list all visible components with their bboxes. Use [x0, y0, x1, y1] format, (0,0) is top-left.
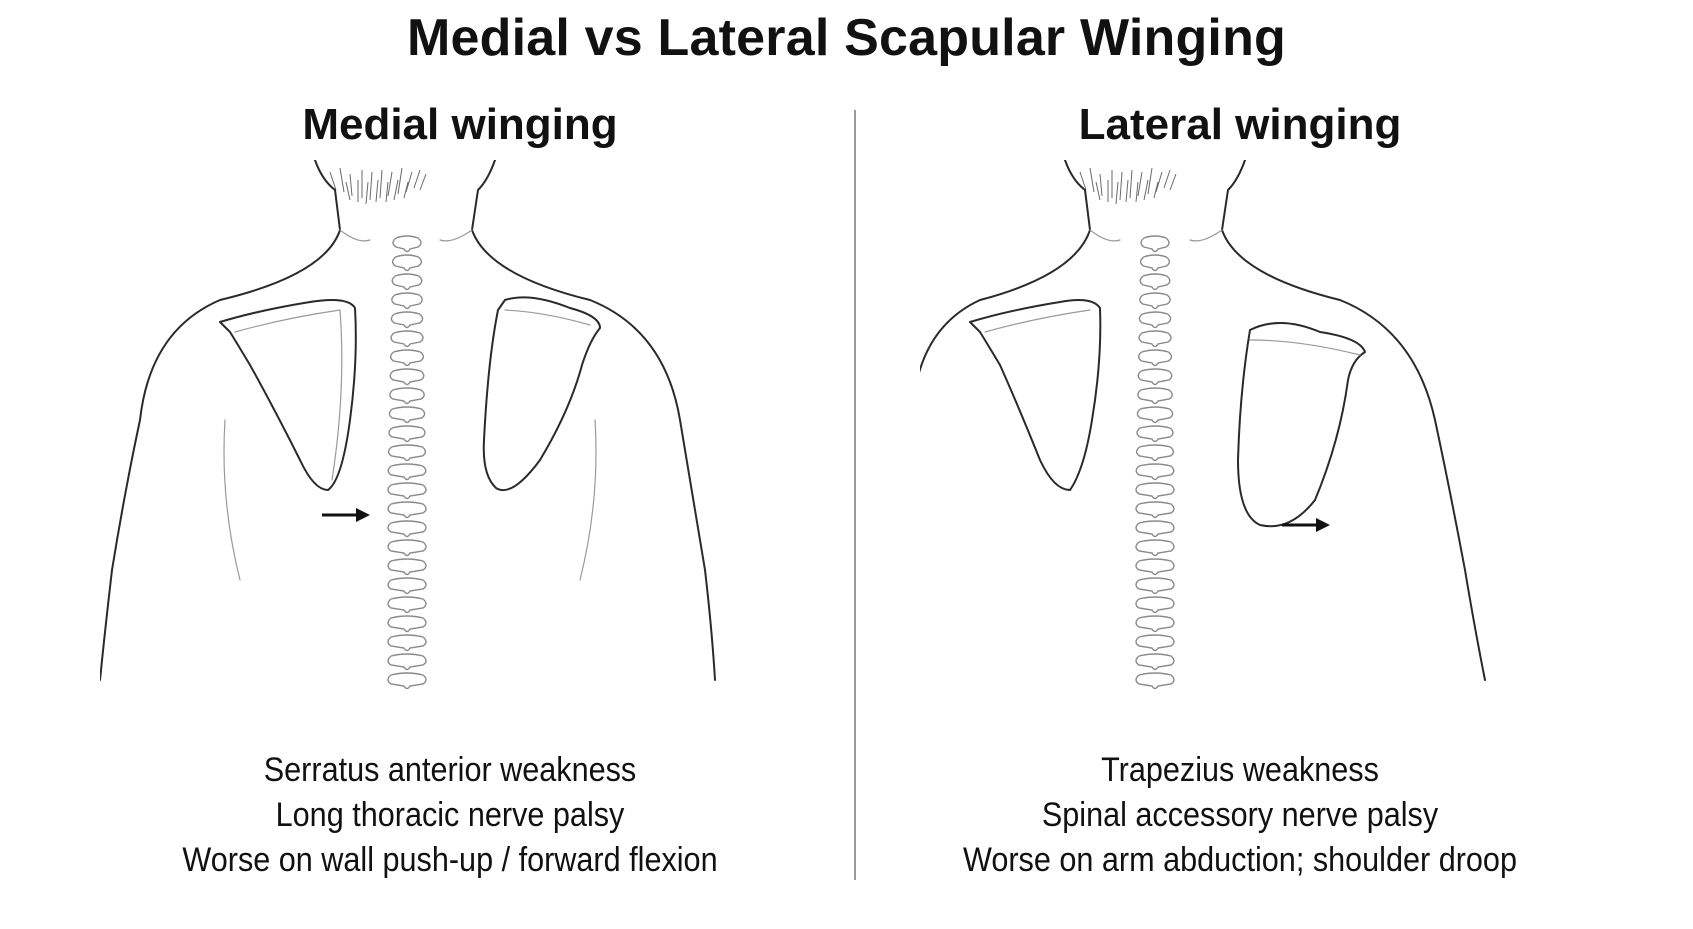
vertebra: [1137, 387, 1173, 405]
vertebra: [391, 254, 423, 272]
medial-caption-nerve: Long thoracic nerve palsy: [275, 796, 625, 834]
right-scapula: [482, 296, 601, 491]
vertebra: [1135, 539, 1175, 557]
vertebra: [1138, 311, 1172, 329]
medial-winging-arrow: [322, 508, 370, 522]
vertebra: [387, 539, 427, 557]
lateral-winging-captions: Trapezius weakness Spinal accessory nerv…: [916, 748, 1564, 883]
medial-winging-illustration: [100, 160, 716, 690]
torso-outline: [920, 160, 1486, 681]
vertebra: [1135, 634, 1175, 652]
vertebra: [387, 634, 427, 652]
vertebra: [1135, 653, 1175, 671]
vertebra: [1135, 501, 1175, 519]
vertebra: [1135, 520, 1175, 538]
vertebra: [387, 653, 427, 671]
left-scapula: [219, 299, 357, 491]
medial-winging-captions: Serratus anterior weakness Long thoracic…: [135, 748, 765, 883]
vertebra: [387, 520, 427, 538]
spine: [387, 235, 427, 690]
lateral-winging-illustration: [920, 160, 1486, 690]
left-scapula: [969, 299, 1102, 491]
vertebra: [1135, 482, 1175, 500]
vertebra: [387, 558, 427, 576]
vertebra: [1135, 444, 1175, 462]
figure-title: Medial vs Lateral Scapular Winging: [407, 9, 1286, 67]
vertebra: [388, 425, 426, 443]
spine: [1135, 235, 1175, 690]
hair: [1079, 167, 1177, 205]
medial-winging-heading: Medial winging: [302, 100, 618, 149]
hair: [329, 167, 427, 205]
vertebra: [1139, 273, 1171, 291]
vertebra: [387, 482, 427, 500]
vertebra: [389, 349, 425, 367]
vertebra: [391, 273, 423, 291]
vertebra: [1137, 349, 1173, 367]
panel-divider: [854, 110, 856, 880]
vertebra: [1137, 368, 1173, 386]
vertebra: [1139, 254, 1171, 272]
vertebra: [387, 577, 427, 595]
vertebra: [1139, 292, 1171, 310]
vertebra: [387, 672, 427, 690]
vertebra: [1135, 672, 1175, 690]
torso-outline: [100, 160, 716, 681]
lateral-winging-heading: Lateral winging: [1078, 100, 1402, 149]
vertebra: [387, 501, 427, 519]
right-scapula: [1237, 321, 1366, 528]
vertebra: [389, 387, 425, 405]
vertebra: [387, 444, 427, 462]
vertebra: [387, 596, 427, 614]
vertebra: [388, 406, 426, 424]
vertebra: [390, 311, 424, 329]
vertebra: [1135, 577, 1175, 595]
vertebra: [392, 235, 422, 253]
vertebra: [387, 615, 427, 633]
vertebra: [391, 292, 423, 310]
vertebra: [1135, 463, 1175, 481]
lateral-caption-provocation: Worse on arm abduction; shoulder droop: [963, 841, 1517, 879]
vertebra: [1135, 615, 1175, 633]
vertebra: [1135, 558, 1175, 576]
medial-caption-provocation: Worse on wall push-up / forward flexion: [182, 841, 718, 879]
vertebra: [1135, 596, 1175, 614]
vertebra: [1136, 425, 1174, 443]
vertebra: [1140, 235, 1170, 253]
vertebra: [390, 330, 424, 348]
vertebra: [389, 368, 425, 386]
lateral-caption-nerve: Spinal accessory nerve palsy: [1041, 796, 1439, 834]
lateral-caption-muscle: Trapezius weakness: [1101, 751, 1379, 789]
vertebra: [1136, 406, 1174, 424]
medial-caption-muscle: Serratus anterior weakness: [263, 751, 637, 789]
lateral-winging-arrow: [1282, 518, 1330, 532]
vertebra: [1138, 330, 1172, 348]
vertebra: [387, 463, 427, 481]
